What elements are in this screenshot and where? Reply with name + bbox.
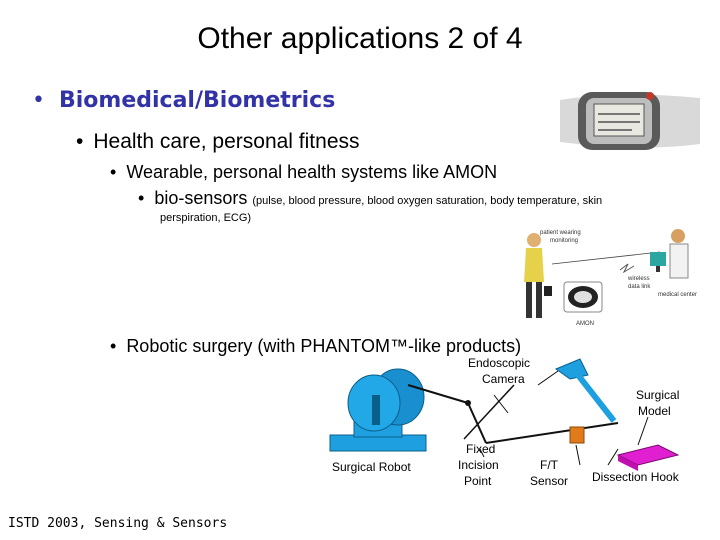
- bullet-wearable-text: Wearable, personal health systems like A…: [126, 162, 498, 182]
- amon-label-amon: AMON: [576, 321, 594, 327]
- amon-label-wireless-2: data link: [628, 284, 651, 290]
- surgery-label-fixed: Fixed: [466, 442, 495, 456]
- bullet-dot-icon: •: [110, 336, 117, 356]
- bullet-health-care-text: Health care, personal fitness: [93, 130, 360, 153]
- bullet-dot-icon: •: [138, 188, 145, 208]
- slide-footer: ISTD 2003, Sensing & Sensors: [8, 516, 228, 531]
- slide-title: Other applications 2 of 4: [197, 22, 523, 55]
- amon-scenario-image: patient wearing monitoring wireless data…: [524, 229, 697, 327]
- bullet-dot-icon: •: [110, 162, 117, 182]
- bullet-wearable: • Wearable, personal health systems like …: [110, 162, 497, 183]
- surgery-label-hook: Dissection Hook: [592, 470, 680, 484]
- bullet-dot-icon: •: [32, 88, 45, 113]
- bullet-dot-icon: •: [76, 130, 84, 153]
- amon-label-patient: patient wearing: [540, 230, 581, 236]
- bullet-bio-sensors: • bio-sensors (pulse, blood pressure, blo…: [138, 188, 602, 209]
- surgery-label-endoscopic: Endoscopic: [468, 356, 530, 370]
- bullet-biomedical: • Biomedical/Biometrics: [32, 88, 335, 113]
- surgery-label-incision: Incision: [458, 458, 499, 472]
- surgery-label-sensor: Sensor: [530, 474, 568, 488]
- bullet-robotic-surgery: • Robotic surgery (with PHANTOM™-like pro…: [110, 336, 521, 357]
- surgery-diagram: Endoscopic Camera Surgical Model Surgica…: [329, 356, 680, 488]
- wrist-monitor-image: [560, 92, 700, 150]
- bullet-bio-sensors-text: bio-sensors: [154, 188, 248, 208]
- amon-label-wireless: wireless: [627, 276, 650, 282]
- surgery-label-point: Point: [464, 474, 492, 488]
- surgery-label-surgical: Surgical: [636, 388, 679, 402]
- bullet-robotic-surgery-text: Robotic surgery (with PHANTOM™-like prod…: [126, 336, 522, 356]
- surgery-label-ft: F/T: [540, 458, 559, 472]
- surgery-label-camera: Camera: [482, 372, 525, 386]
- amon-label-patient-2: monitoring: [550, 238, 578, 244]
- bullet-health-care: • Health care, personal fitness: [76, 130, 360, 154]
- bullet-biomedical-text: Biomedical/Biometrics: [58, 88, 336, 113]
- bullet-bio-sensors-detail-2: perspiration, ECG): [160, 212, 252, 224]
- amon-label-center: medical center: [658, 292, 697, 298]
- surgery-label-robot: Surgical Robot: [332, 460, 411, 474]
- bullet-bio-sensors-detail: (pulse, blood pressure, blood oxygen sat…: [252, 195, 603, 207]
- surgery-label-model: Model: [638, 404, 671, 418]
